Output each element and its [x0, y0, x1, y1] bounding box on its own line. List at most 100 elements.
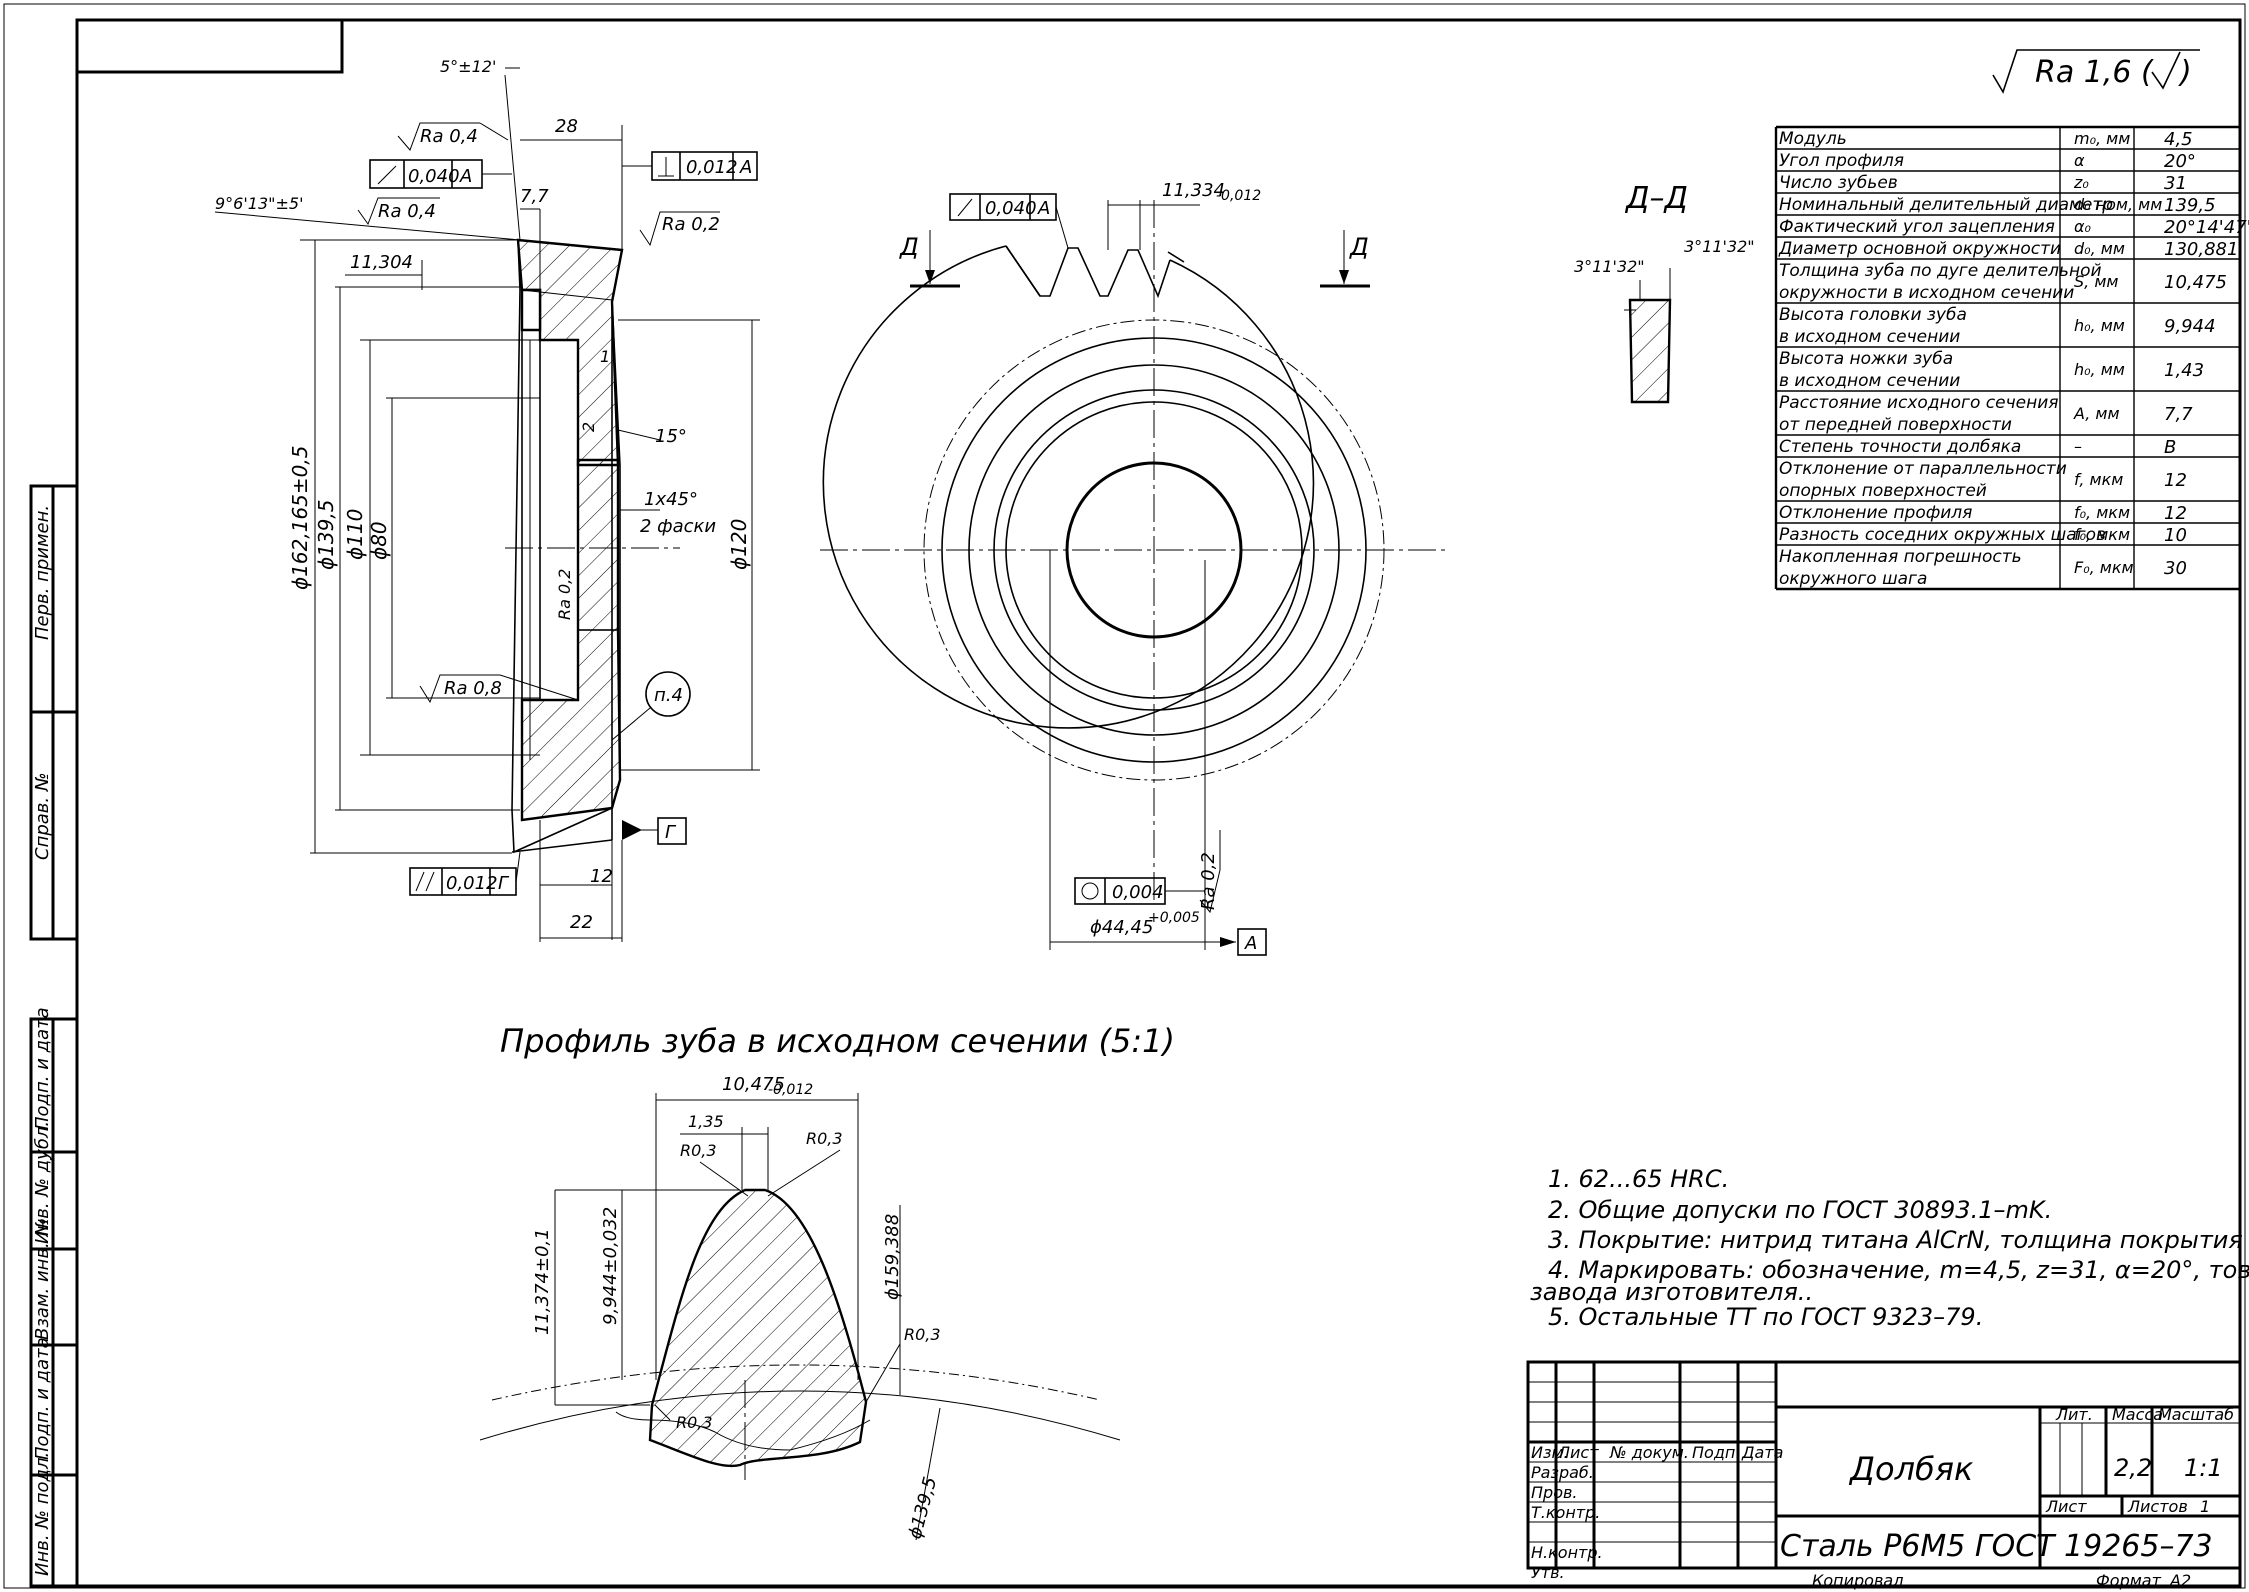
param-name: Фактический угол зацепления	[1779, 217, 2055, 237]
svg-text:Листов: Листов	[2127, 1497, 2188, 1516]
dim-dia-110: ϕ110	[343, 509, 367, 560]
svg-text:Масса: Масса	[2112, 1405, 2163, 1424]
param-value: 4,5	[2164, 129, 2193, 150]
param-value: 12	[2164, 503, 2187, 524]
dim-angle-9-6: 9°6'13"±5'	[215, 194, 303, 213]
param-symbol: d₀, мм	[2074, 239, 2125, 258]
param-symbol: S, мм	[2074, 272, 2118, 291]
svg-text:Пров.: Пров.	[1531, 1483, 1578, 1502]
dim-dia-120: ϕ120	[727, 519, 751, 570]
svg-text:Н.контр.: Н.контр.	[1531, 1543, 1603, 1562]
dim-height: 11,374±0,1	[532, 1228, 553, 1335]
side-view: ϕ162,165±0,5 ϕ139,5 ϕ110 ϕ80 ϕ120 28 5°±…	[214, 57, 760, 942]
param-name-2: от передней поверхности	[1779, 415, 2012, 435]
param-symbol: h₀, мм	[2074, 316, 2125, 335]
param-name: Степень точности долбяка	[1779, 437, 2021, 457]
dd-angle-right: 3°11'32"	[1684, 237, 1755, 256]
ra-02-right: Ra 0,2	[662, 214, 720, 235]
dim-5-angle: 5°±12'	[440, 57, 496, 76]
base-g	[657, 817, 687, 845]
svg-text:1: 1	[2200, 1497, 2210, 1516]
param-name: Отклонение профиля	[1779, 503, 1972, 523]
ra-08: Ra 0,8	[444, 678, 502, 699]
param-name: Диаметр основной окружности	[1778, 239, 2061, 259]
param-value: 130,881	[2164, 239, 2238, 260]
param-symbol: A, мм	[2073, 404, 2120, 423]
param-symbol: m₀, мм	[2074, 129, 2130, 148]
svg-text:Утв.: Утв.	[1531, 1563, 1565, 1582]
svg-text:Лит.: Лит.	[2055, 1405, 2093, 1424]
ra-04-top: Ra 0,4	[420, 126, 478, 147]
svg-text:Г: Г	[498, 873, 510, 894]
svg-text:0,004: 0,004	[1112, 882, 1164, 903]
technical-notes: 1. 62...65 HRC. 2. Общие допуски по ГОСТ…	[1530, 1165, 2249, 1331]
svg-text:Т.контр.: Т.контр.	[1531, 1503, 1600, 1522]
title-block: Изм. Лист № докум. Подп. Дата Разраб. Пр…	[1526, 1360, 2242, 1590]
section-dd-title: Д–Д	[1624, 181, 1688, 216]
param-symbol: h₀, мм	[2074, 360, 2125, 379]
param-symbol: f₀, мкм	[2074, 525, 2130, 544]
param-name-2: в исходном сечении	[1779, 327, 1960, 347]
strip-inv-dubl: Инв. № дубл.	[32, 1121, 53, 1244]
param-value: 9,944	[2164, 316, 2216, 337]
tooth-profile: Профиль зуба в исходном сечении (5:1) 10…	[479, 1022, 1175, 1541]
r03-d: R0,3	[676, 1413, 713, 1432]
param-value: 10	[2164, 525, 2187, 546]
note-p4-circle	[645, 671, 691, 717]
dim-dia-162: ϕ162,165±0,5	[288, 446, 312, 590]
strip-inv-podl: Инв. № подл.	[32, 1452, 53, 1576]
note-1: 1. 62...65 HRC.	[1548, 1165, 1729, 1193]
svg-text:Копировал: Копировал	[1812, 1571, 1903, 1590]
strip-perv-primen: Перв. примен.	[32, 505, 53, 640]
param-name: Расстояние исходного сечения	[1779, 393, 2058, 413]
param-name-2: в исходном сечении	[1779, 371, 1960, 391]
svg-text:п.4: п.4	[654, 685, 683, 706]
param-value: B	[2164, 437, 2176, 458]
param-name: Число зубьев	[1779, 173, 1898, 193]
note-3: 3. Покрытие: нитрид титана AlCrN, толщин…	[1548, 1226, 2249, 1254]
param-value: 30	[2164, 558, 2187, 579]
chamfer-line1: 1х45°	[644, 489, 698, 510]
param-symbol: f₀, мкм	[2074, 503, 2130, 522]
svg-text:0,012: 0,012	[446, 873, 498, 894]
section-d-left: Д	[899, 233, 919, 261]
svg-text:Лист: Лист	[1557, 1443, 1599, 1462]
r03-c: R0,3	[904, 1325, 941, 1344]
param-value: 20°14'47"	[2164, 217, 2249, 238]
front-view: Д Д 0,040 А 11,334 -0,012 ϕ44,45 +0,005 …	[820, 180, 1450, 956]
mass-value: 2,2	[2114, 1454, 2152, 1482]
param-name-2: окружности в исходном сечении	[1779, 283, 2074, 303]
svg-text:Разраб.: Разраб.	[1531, 1463, 1594, 1482]
param-name: Разность соседних окружных шагов	[1779, 525, 2106, 545]
param-value: 1,43	[2164, 360, 2204, 381]
svg-text:Формат: Формат	[2096, 1571, 2162, 1590]
svg-text:А2: А2	[2169, 1571, 2191, 1590]
param-name: Угол профиля	[1779, 151, 1904, 171]
corner-box	[75, 18, 344, 74]
param-name-2: окружного шага	[1779, 569, 1927, 589]
param-value: 139,5	[2164, 195, 2216, 216]
strip-podp-data-2: Подп. и дата	[32, 1337, 53, 1460]
dim-12: 12	[590, 866, 613, 887]
section-dd: Д–Д 3°11'32" 3°11'32"	[1574, 181, 1755, 404]
dim-135: 1,35	[688, 1112, 724, 1131]
dim-15-deg: 15°	[655, 426, 687, 447]
param-name: Отклонение от параллельности	[1779, 459, 2067, 479]
svg-text:0,040: 0,040	[408, 166, 460, 187]
svg-text:№ докум.: № докум.	[1609, 1443, 1689, 1462]
note-4: 4. Маркировать: обозначение, m=4,5, z=31…	[1548, 1256, 2249, 1284]
dim-tooth-width: 10,475	[722, 1074, 785, 1095]
param-name: Толщина зуба по дуге делительной	[1779, 261, 2102, 281]
dim-7-7: 7,7	[520, 186, 549, 207]
strip-podp-data-1: Подп. и дата	[32, 1007, 53, 1130]
strip-sprav: Справ. №	[32, 772, 53, 860]
dim-9944: 9,944±0,032	[600, 1207, 621, 1325]
note-4-cont: завода изготовителя..	[1530, 1278, 1813, 1306]
note-5: 5. Остальные ТТ по ГОСТ 9323–79.	[1548, 1303, 1983, 1331]
svg-text:А: А	[739, 157, 752, 178]
param-symbol: F₀, мкм	[2074, 558, 2134, 577]
svg-text:Подп.: Подп.	[1692, 1443, 1740, 1462]
svg-text:2: 2	[579, 422, 598, 432]
dd-angle-left: 3°11'32"	[1574, 257, 1645, 276]
